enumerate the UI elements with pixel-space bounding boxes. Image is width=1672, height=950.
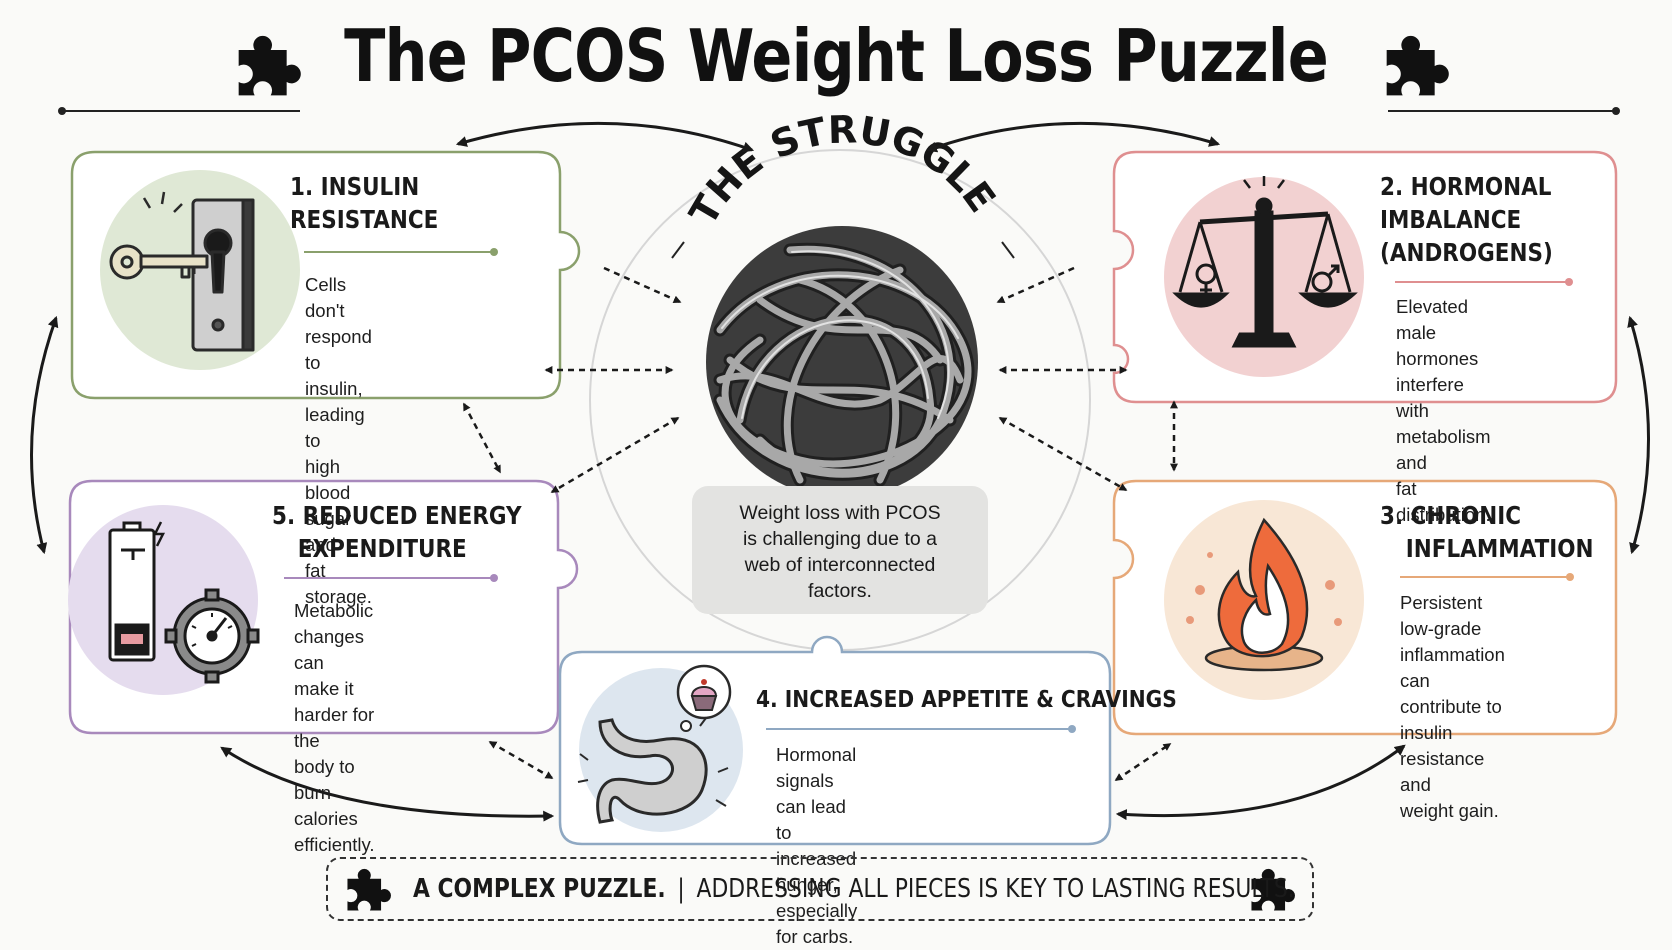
footer-message: ADDRESSING ALL PIECES IS KEY TO LASTING … bbox=[696, 874, 1295, 904]
key-lock-icon bbox=[109, 191, 255, 352]
center-label-ticks bbox=[671, 241, 1015, 259]
factor-divider bbox=[284, 574, 498, 582]
factor-description: Elevated male hormones interfere with me… bbox=[1396, 296, 1491, 525]
footer-bold: A COMPLEX PUZZLE. bbox=[413, 874, 666, 904]
tangled-ball-icon bbox=[706, 226, 978, 498]
factor-heading: 5. REDUCED ENERGY EXPENDITURE bbox=[272, 501, 522, 563]
factor-heading: 2. HORMONAL IMBALANCE (ANDROGENS) bbox=[1380, 172, 1553, 267]
footer-banner: A COMPLEX PUZZLE. | ADDRESSING ALL PIECES … bbox=[326, 857, 1314, 921]
factor-description: Hormonal signals can lead to increased h… bbox=[776, 744, 858, 947]
footer-separator: | bbox=[677, 874, 685, 904]
factor-description: Metabolic changes can make it harder for… bbox=[294, 600, 375, 855]
factor-heading: 1. INSULIN RESISTANCE bbox=[290, 172, 439, 234]
footer-text: A COMPLEX PUZZLE. | ADDRESSING ALL PIECES … bbox=[413, 871, 1295, 907]
flame-icon bbox=[1186, 517, 1342, 672]
center-label: THE STRUGGLE bbox=[681, 107, 1004, 232]
title-rule-left bbox=[58, 107, 300, 115]
factor-heading: 3. CHRONIC INFLAMMATION bbox=[1380, 501, 1594, 563]
factor-divider bbox=[1395, 278, 1573, 286]
factor-description: Persistent low-grade inflammation can co… bbox=[1400, 592, 1505, 821]
factor-heading: 4. INCREASED APPETITE & CRAVINGS bbox=[756, 685, 1177, 713]
battery-gauge-icon bbox=[108, 521, 260, 684]
title-rule-right bbox=[1388, 107, 1620, 115]
page-title: The PCOS Weight Loss Puzzle bbox=[344, 14, 1329, 98]
factor-divider bbox=[304, 248, 498, 256]
solid-arrows bbox=[30, 121, 1650, 822]
center-description: Weight loss with PCOS is challenging due… bbox=[692, 486, 988, 614]
factor-description: Cells don't respond to insulin, leading … bbox=[305, 274, 372, 607]
balance-scale-icon bbox=[1172, 176, 1358, 348]
factor-divider bbox=[766, 725, 1076, 733]
factor-divider bbox=[1400, 573, 1574, 581]
stomach-icon bbox=[577, 664, 732, 824]
